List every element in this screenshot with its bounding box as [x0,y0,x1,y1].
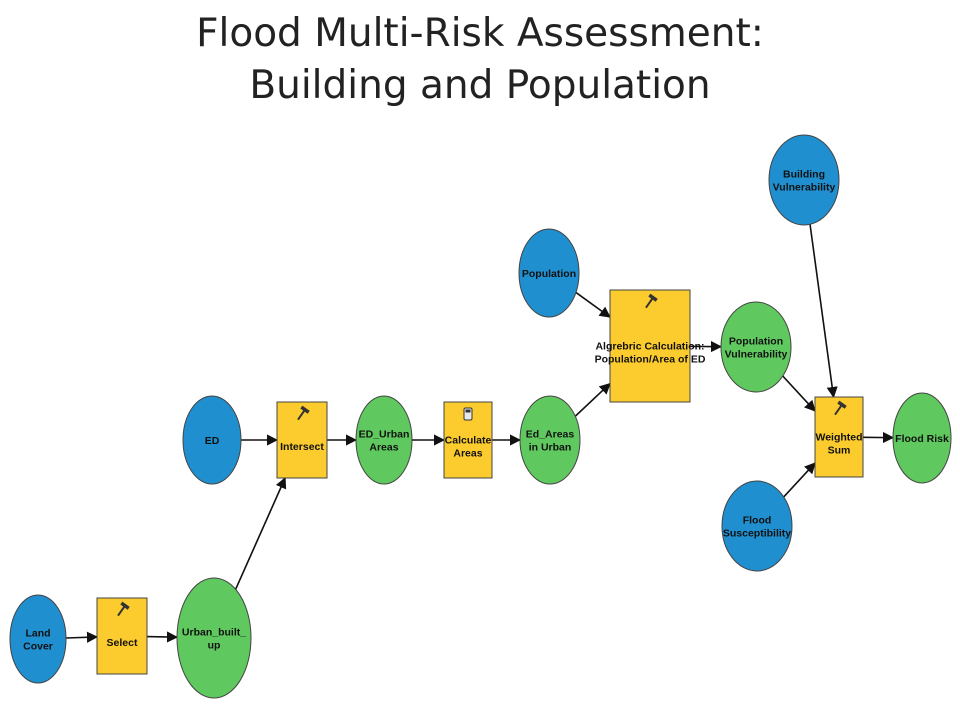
input-shape [182,395,242,485]
node-label: Areas [453,448,482,460]
node-ed[interactable]: ED [182,395,242,485]
node-label: Population [729,336,783,348]
node-urban-built-up[interactable]: Urban_built_up [176,577,252,699]
node-label: Cover [23,641,53,653]
node-label: ED_Urban [359,429,410,441]
node-label: Vulnerability [773,182,836,194]
node-label: Land [25,628,50,640]
title-line-1: Flood Multi-Risk Assessment: [196,11,764,56]
page-title: Flood Multi-Risk Assessment: Building an… [0,8,960,112]
node-label: Building [783,169,825,181]
node-label: Susceptibility [723,528,791,540]
input-shape [518,228,580,318]
hammer-icon [645,293,658,309]
connector-flood-susceptibility-to-weighted-sum [783,462,816,498]
node-label: Weighted [815,432,862,444]
connector-population-vulnerability-to-weighted-sum [782,375,816,412]
node-intersect[interactable]: Intersect [276,401,328,479]
node-label: Calculate [445,435,492,447]
connector-land-cover-to-select [65,631,99,643]
edges [65,224,895,643]
node-label: Select [107,637,138,649]
node-label: Flood [743,515,772,527]
input-shape [768,134,840,226]
process-shape [609,289,691,403]
input-shape [721,480,793,572]
node-label: Population [522,268,576,280]
node-select[interactable]: Select [96,597,148,675]
node-label: Ed_Areas [526,429,575,441]
hammer-icon [834,400,847,416]
output-shape [519,395,581,485]
output-shape [176,577,252,699]
node-label: Vulnerability [725,349,788,361]
connector-urban-built-up-to-intersect [234,476,287,590]
output-shape [892,392,952,484]
connector-building-vulnerability-to-weighted-sum [809,224,838,399]
node-flood-risk[interactable]: Flood Risk [892,392,952,484]
node-label: Flood Risk [895,433,949,445]
node-label: Areas [369,442,398,454]
input-shape [9,594,67,684]
output-shape [355,395,413,485]
title-line-2: Building and Population [249,63,711,108]
output-shape [720,301,792,393]
hammer-icon [297,405,310,421]
node-label: in Urban [529,442,572,454]
connector-population-to-algebraic-calculation [575,291,611,318]
calculator-icon [463,407,473,421]
node-population[interactable]: Population [518,228,580,318]
node-label: Sum [828,445,851,457]
hammer-icon [117,601,130,617]
node-label: Algrebric Calculation: [595,341,704,353]
connector-select-to-urban-built-up [146,631,179,643]
node-algebraic-calculation[interactable]: Algrebric Calculation:Population/Area of… [595,289,706,403]
node-label: up [208,640,221,652]
node-label: ED [205,435,220,447]
node-label: Urban_built_ [182,627,246,639]
connector-ed-areas-in-urban-to-algebraic-calculation [574,382,611,417]
node-label: Population/Area of ED [595,354,706,366]
node-label: Intersect [280,441,324,453]
